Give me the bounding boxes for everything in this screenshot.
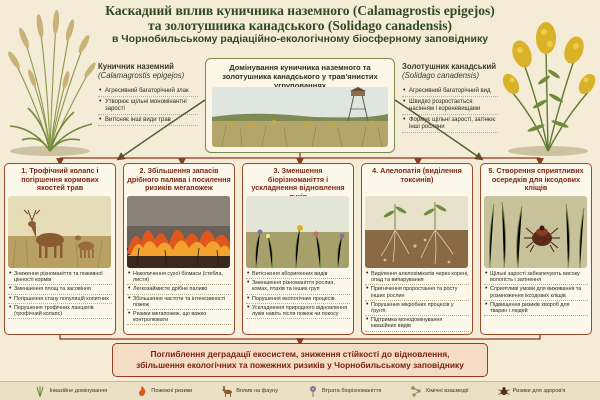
flower-icon: [257, 225, 345, 239]
reed-grass-illustration: [8, 10, 96, 156]
legend-label: Вплив на фауну: [236, 388, 278, 394]
card-bullet: Накопичення сухої біомаси (стебла, листя…: [127, 270, 231, 286]
card-bullet: Витіснення аборигенних видів: [246, 270, 350, 280]
fire-icon: [139, 386, 146, 396]
card-bullet: Сприятливі умови для виживання та розмно…: [484, 285, 588, 301]
central-dominance-box: Домінування куничника наземного та золот…: [205, 58, 395, 153]
card-title: 4. Алелопатія (виділення токсинів): [372, 166, 462, 184]
card-title: 1. Трофічний колапс і погіршення кормови…: [21, 166, 99, 192]
flower-icon: [309, 386, 316, 397]
legend-bar: Інвазійне домінування Пожежні ризики Впл…: [0, 381, 600, 400]
card-bullet: Щільні зарості забезпечують високу волог…: [484, 270, 588, 286]
goldenrod-illustration: [502, 22, 596, 156]
meadow-scene-image: [246, 196, 349, 268]
watchtower-icon: [347, 87, 369, 122]
card-bullet: Легкозаймисте дрібне паливо: [127, 285, 231, 295]
left-species-info: Куничник наземний (Calamagrostis epigejo…: [98, 62, 198, 126]
legend-label: Втрата біорізноманіття: [321, 388, 382, 394]
outcome-line-1: Поглиблення деградації екосистем, знижен…: [150, 349, 450, 359]
card-bullet: Підтримка монодомінування інвазійних вид…: [365, 316, 469, 332]
molecule-icon: [383, 238, 451, 264]
legend-label: Пожежні ризики: [151, 388, 193, 394]
right-species-bullet: Швидко розростається насінням і кореневи…: [402, 97, 498, 115]
card-title: 3. Зменшення біорізноманіття і ускладнен…: [251, 166, 345, 200]
legend-item: Інвазійне домінування: [34, 385, 107, 397]
deer-scene-image: [8, 196, 111, 268]
card-bullet: Пригнічення проростання та росту інших р…: [365, 285, 469, 301]
title-line-3: в Чорнобильському радіаційно-екологічном…: [111, 33, 489, 45]
tick-icon: [524, 225, 560, 253]
card-bullet: Підвищення ризиків хвороб для тварин і л…: [484, 301, 588, 317]
legend-label: Ризики для здоров'я: [512, 388, 566, 394]
outcome-line-2: збільшення екологічних та пожежних ризик…: [136, 360, 464, 370]
left-species-bullet: Витісняє інші види трав: [98, 115, 198, 126]
left-species-latin: (Calamagrostis epigejos): [98, 71, 185, 80]
card-bullet: Ризики мегапожеж, що важко контролювати: [127, 310, 231, 326]
central-box-title: Домінування куничника наземного та золот…: [222, 63, 378, 90]
left-species-bullet: Агресивний багаторічний злак: [98, 86, 198, 97]
title-line-2: та золотушника канадського (Solidago can…: [147, 18, 453, 33]
card-bullet: Зниження різноманіття та поживної ціннос…: [8, 270, 112, 286]
effect-card-trophic: 1. Трофічний колапс і погіршення кормови…: [4, 163, 116, 335]
card-bullet: Порушення трофічних ланцюгів (трофічний …: [8, 304, 112, 320]
card-bullet: Погіршення стану популяцій копитних: [8, 295, 112, 304]
card-bullet: Збільшення частоти та інтенсивності поже…: [127, 295, 231, 311]
legend-item: Пожежні ризики: [136, 385, 192, 397]
left-species-bullet: Утворює щільні мономінантні зарості: [98, 97, 198, 115]
right-species-bullet: Формує щільні зарості, затінює інші росл…: [402, 115, 498, 133]
right-species-name: Золотушник канадський: [402, 62, 497, 71]
card-bullet: Ускладнення природного відновлення луків…: [246, 304, 350, 320]
right-species-bullet: Агресивний багаторічний вид: [402, 86, 498, 97]
legend-item: Вплив на фауну: [221, 385, 278, 397]
card-bullet: Порушення екологічних процесів: [246, 295, 350, 304]
right-species-info: Золотушник канадський (Solidago canadens…: [402, 62, 498, 133]
right-species-latin: (Solidago canadensis): [402, 71, 480, 80]
card-bullet: Виділення алелохімікатів через корені, о…: [365, 270, 469, 286]
wildfire-scene-image: [127, 196, 230, 268]
fire-icon: [127, 229, 230, 256]
overall-outcome-box: Поглиблення деградації екосистем, знижен…: [112, 343, 488, 377]
card-bullet: Порушення мікробних процесів у ґрунті: [365, 301, 469, 317]
title-line-1: Каскадний вплив куничника наземного (Cal…: [105, 3, 495, 18]
tick-grass-scene-image: [484, 196, 587, 268]
root-soil-scene-image: [365, 196, 468, 268]
deer-icon: [222, 385, 233, 397]
legend-item: Втрата біорізноманіття: [307, 385, 382, 397]
card-bullet: Зменшення площ та засовіння: [8, 285, 112, 295]
legend-label: Хімічні взаємодії: [425, 388, 469, 394]
grass-icon: [36, 386, 44, 397]
molecule-icon: [411, 386, 422, 397]
effect-card-allelopathy: 4. Алелопатія (виділення токсинів) Виділ…: [361, 163, 473, 335]
effect-card-ticks: 5. Створення сприятливих осередків для і…: [480, 163, 592, 335]
deer-icon: [28, 221, 64, 258]
card-title: 2. Збільшення запасів дрібного палива і …: [127, 166, 231, 192]
page-title: Каскадний вплив куничника наземного (Cal…: [0, 3, 600, 46]
legend-item: Хімічні взаємодії: [410, 385, 469, 397]
tick-icon: [497, 387, 510, 395]
legend-label: Інвазійне домінування: [49, 388, 108, 394]
effect-card-biodiversity: 3. Зменшення біорізноманіття і ускладнен…: [242, 163, 354, 335]
effect-card-fire: 2. Збільшення запасів дрібного палива і …: [123, 163, 235, 335]
left-species-name: Куничник наземний: [98, 62, 174, 71]
card-title: 5. Створення сприятливих осередків для і…: [488, 166, 584, 192]
card-bullet: Зменшення різноманіття рослин, комах, пт…: [246, 279, 350, 295]
meadow-tower-scene: [212, 87, 388, 147]
legend-item: Ризики для здоров'я: [497, 385, 566, 397]
